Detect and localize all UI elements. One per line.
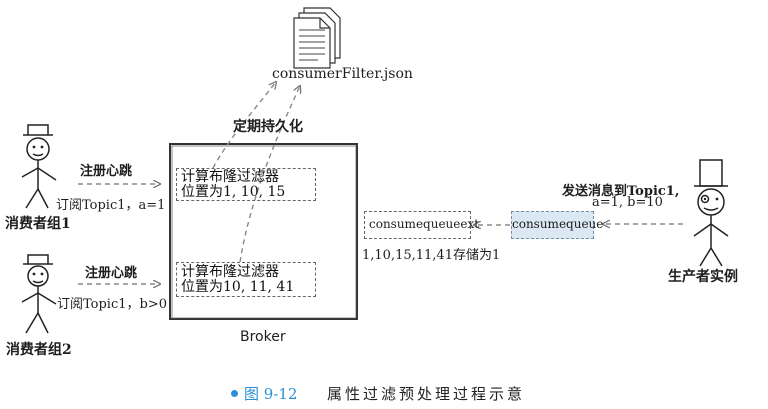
subscribe-label-2: 订阅Topic1，b>0	[57, 297, 168, 312]
filter-2-line1: 计算布隆过滤器	[181, 264, 279, 280]
filter-1-line1: 计算布隆过滤器	[181, 169, 279, 185]
figure-caption: 图 9-12 属性过滤预处理过程示意	[0, 376, 768, 406]
storage-label: 1,10,15,11,41存储为1	[362, 248, 501, 263]
filter-1-line2: 位置为1, 10, 15	[181, 184, 286, 200]
json-file-label: consumerFilter.json	[272, 66, 413, 82]
figure-number: 图 9-12	[244, 385, 298, 403]
figure-title: 属性过滤预处理过程示意	[327, 385, 526, 403]
producer-name: 生产者实例	[668, 269, 738, 285]
persist-arrow-2	[239, 86, 300, 263]
bloom-filter-box-2: 计算布隆过滤器 位置为10, 11, 41	[176, 262, 316, 297]
producer-send-line2: a=1, b=10	[592, 195, 663, 210]
consumer-figure-2-icon	[21, 254, 57, 334]
persist-arrow-1	[212, 82, 276, 169]
consumequeueext-label: consumequeueext	[369, 217, 480, 231]
subscribe-label-1: 订阅Topic1，a=1	[56, 198, 166, 213]
consumequeueext-box: consumequeueext	[364, 211, 479, 239]
broker-box	[169, 143, 358, 320]
consumequeue-label: consumequeue	[512, 217, 604, 231]
consumer-figure-1-icon	[21, 124, 57, 209]
producer-send-line1: 发送消息到Topic1,	[562, 184, 680, 199]
consumer-group-2-name: 消费者组2	[6, 342, 72, 358]
caption-bullet	[231, 390, 238, 397]
diagram-panel	[6, 5, 759, 368]
broker-label: Broker	[240, 329, 286, 345]
producer-figure-icon	[693, 159, 729, 267]
heartbeat-label-2: 注册心跳	[85, 266, 138, 281]
consumer-group-1-name: 消费者组1	[5, 216, 71, 232]
heartbeat-label-1: 注册心跳	[80, 164, 133, 179]
persist-label: 定期持久化	[233, 119, 303, 135]
bloom-filter-box-1: 计算布隆过滤器 位置为1, 10, 15	[176, 168, 316, 201]
consumequeue-box: consumequeue	[511, 211, 603, 239]
json-file-icon	[293, 7, 341, 69]
filter-2-line2: 位置为10, 11, 41	[181, 279, 295, 295]
